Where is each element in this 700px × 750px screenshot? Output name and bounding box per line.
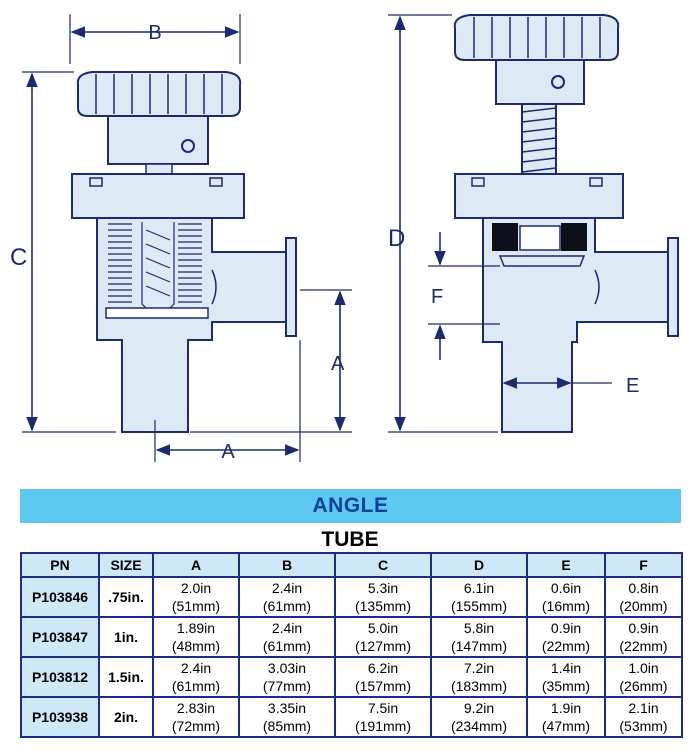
right-seal-left xyxy=(492,223,518,251)
cell-d: 9.2in(234mm) xyxy=(430,696,528,738)
cell-b: 3.03in(77mm) xyxy=(238,656,336,698)
right-seal-right xyxy=(561,223,587,251)
table-header-row: PN SIZE A B C D E F xyxy=(20,552,683,578)
dim-label-a-bottom: A xyxy=(221,441,235,463)
dim-label-f: F xyxy=(431,286,443,308)
header-f: F xyxy=(604,552,683,578)
cell-size: 2in. xyxy=(98,696,154,738)
dim-label-c: C xyxy=(10,244,27,271)
right-section-view xyxy=(453,14,679,433)
right-knob xyxy=(453,14,620,61)
cell-f: 0.9in(22mm) xyxy=(604,616,683,658)
cell-e: 1.9in(47mm) xyxy=(526,696,606,738)
cell-c: 7.5in(191mm) xyxy=(334,696,432,738)
right-bonnet xyxy=(495,59,585,105)
cell-a: 2.4in(61mm) xyxy=(152,656,240,698)
table-subtitle: TUBE xyxy=(321,528,379,551)
cell-b: 3.35in(85mm) xyxy=(238,696,336,738)
cell-a: 1.89in(48mm) xyxy=(152,616,240,658)
banner-title: ANGLE xyxy=(312,494,389,517)
right-port-flange xyxy=(667,237,679,337)
cell-f: 0.8in(20mm) xyxy=(604,576,683,618)
cell-c: 5.3in(135mm) xyxy=(334,576,432,618)
cell-size: 1in. xyxy=(98,616,154,658)
cell-e: 1.4in(35mm) xyxy=(526,656,606,698)
dim-label-e: E xyxy=(626,375,639,397)
cell-a: 2.83in(72mm) xyxy=(152,696,240,738)
cell-e: 0.9in(22mm) xyxy=(526,616,606,658)
left-bonnet xyxy=(107,115,209,165)
dim-label-b: B xyxy=(148,22,161,44)
cell-a: 2.0in(51mm) xyxy=(152,576,240,618)
cell-pn: P103938 xyxy=(20,696,100,738)
valve-drawing: B C A A D F E xyxy=(10,14,679,463)
header-a: A xyxy=(152,552,240,578)
header-pn: PN xyxy=(20,552,100,578)
dim-label-d: D xyxy=(388,225,405,252)
left-knob xyxy=(76,71,242,117)
cell-f: 2.1in(53mm) xyxy=(604,696,683,738)
table-row: P103847 1in. 1.89in(48mm) 2.4in(61mm) 5.… xyxy=(20,616,683,658)
dimensions xyxy=(22,14,612,462)
table-row: P103846 .75in. 2.0in(51mm) 2.4in(61mm) 5… xyxy=(20,576,683,618)
cell-b: 2.4in(61mm) xyxy=(238,576,336,618)
header-e: E xyxy=(526,552,606,578)
section-banner: ANGLE xyxy=(20,489,681,523)
left-section-view xyxy=(71,71,297,433)
cell-pn: P103846 xyxy=(20,576,100,618)
cell-d: 7.2in(183mm) xyxy=(430,656,528,698)
header-c: C xyxy=(334,552,432,578)
cell-e: 0.6in(16mm) xyxy=(526,576,606,618)
header-d: D xyxy=(430,552,528,578)
cell-f: 1.0in(26mm) xyxy=(604,656,683,698)
cell-d: 6.1in(155mm) xyxy=(430,576,528,618)
cell-b: 2.4in(61mm) xyxy=(238,616,336,658)
table-row: P103812 1.5in. 2.4in(61mm) 3.03in(77mm) … xyxy=(20,656,683,698)
cell-c: 5.0in(127mm) xyxy=(334,616,432,658)
cell-c: 6.2in(157mm) xyxy=(334,656,432,698)
left-port-flange xyxy=(285,237,297,337)
header-size: SIZE xyxy=(98,552,154,578)
cell-size: .75in. xyxy=(98,576,154,618)
header-b: B xyxy=(238,552,336,578)
left-body xyxy=(96,217,289,433)
cell-pn: P103812 xyxy=(20,656,100,698)
table-row: P103938 2in. 2.83in(72mm) 3.35in(85mm) 7… xyxy=(20,696,683,738)
cell-d: 5.8in(147mm) xyxy=(430,616,528,658)
dim-label-a-right: A xyxy=(331,353,345,375)
cell-pn: P103847 xyxy=(20,616,100,658)
cell-size: 1.5in. xyxy=(98,656,154,698)
spec-table: PN SIZE A B C D E F P103846 .75in. 2.0in… xyxy=(20,552,683,738)
